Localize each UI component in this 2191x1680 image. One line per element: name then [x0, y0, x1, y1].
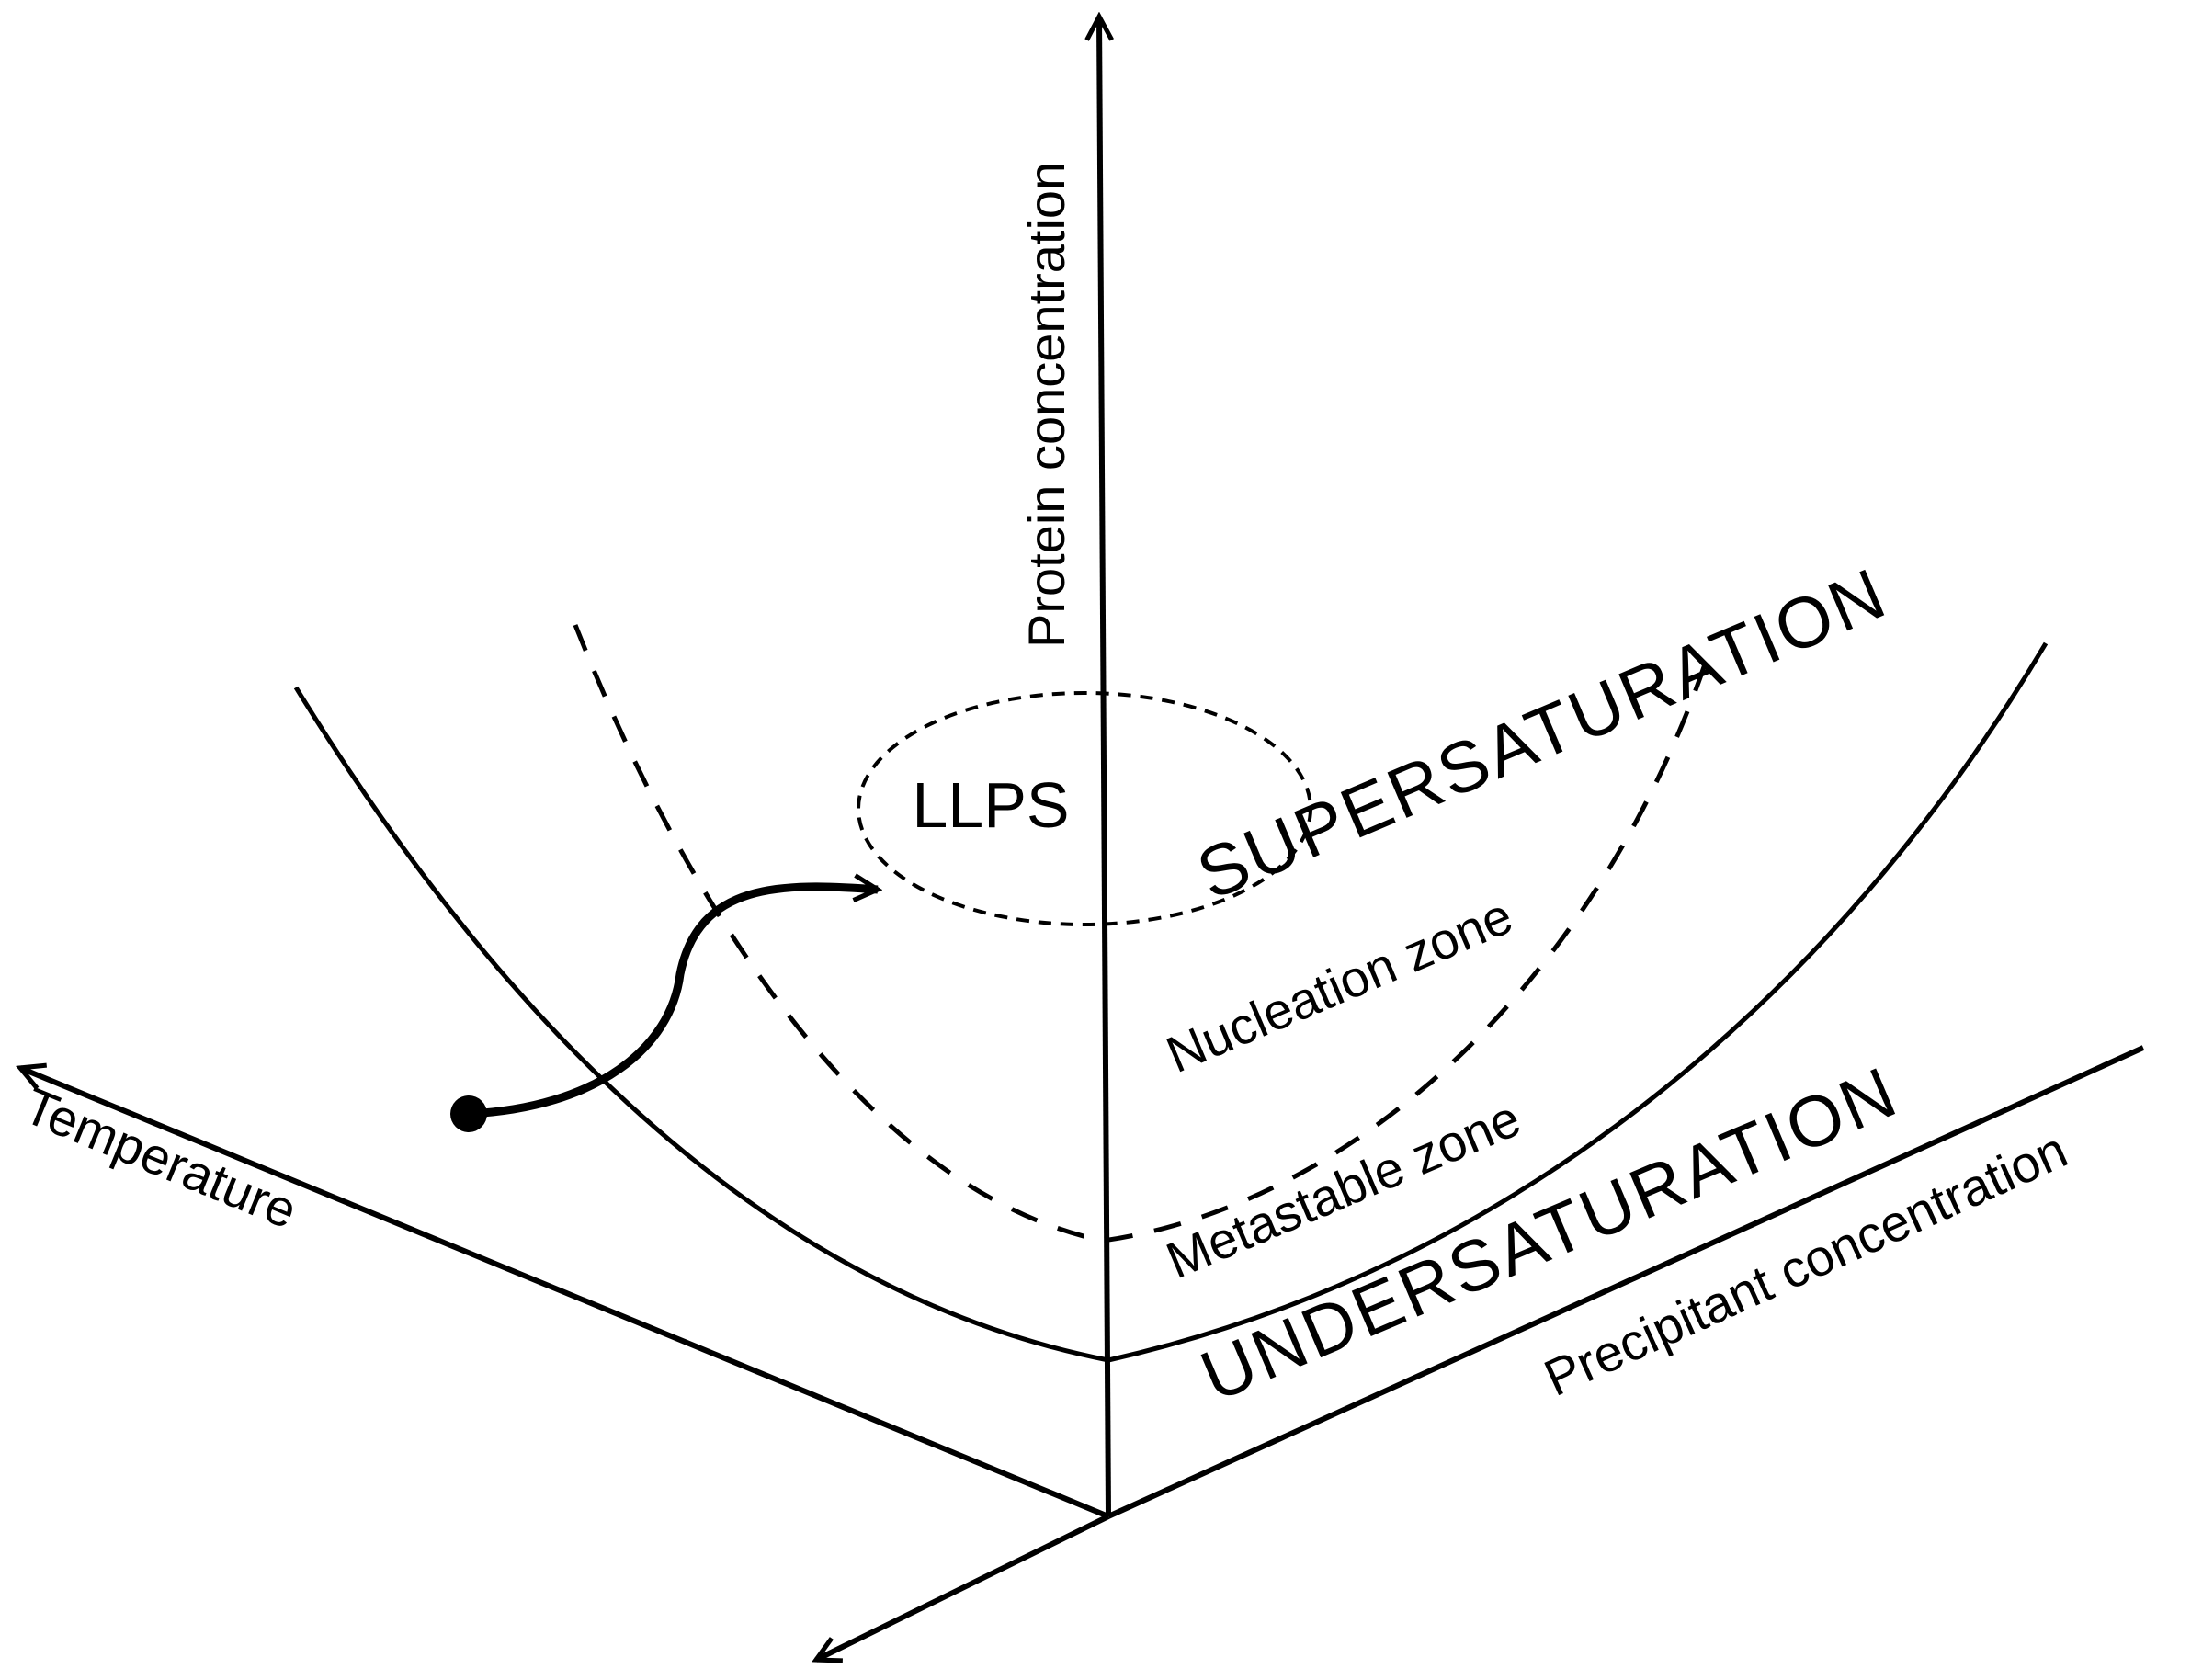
- llps-ellipse: [857, 691, 1312, 926]
- supersaturation-label: SUPERSATURATION: [1186, 551, 1898, 914]
- solubility-curve: [293, 641, 2049, 1363]
- protein-axis: [1099, 17, 1108, 1517]
- depth-axis: [816, 1514, 1110, 1660]
- nucleation-zone-label: Nucleation zone: [1158, 886, 1520, 1084]
- llps-label: LLPS: [912, 769, 1069, 841]
- precipitant-axis: [1107, 1045, 2145, 1519]
- temperature-axis-label: Temperature: [16, 1076, 305, 1240]
- trajectory-arrow: [468, 887, 878, 1118]
- temperature-axis: [20, 1068, 1110, 1519]
- trajectory-start-dot: [450, 1095, 487, 1132]
- protein-axis-label: Protein concentration: [1017, 162, 1075, 648]
